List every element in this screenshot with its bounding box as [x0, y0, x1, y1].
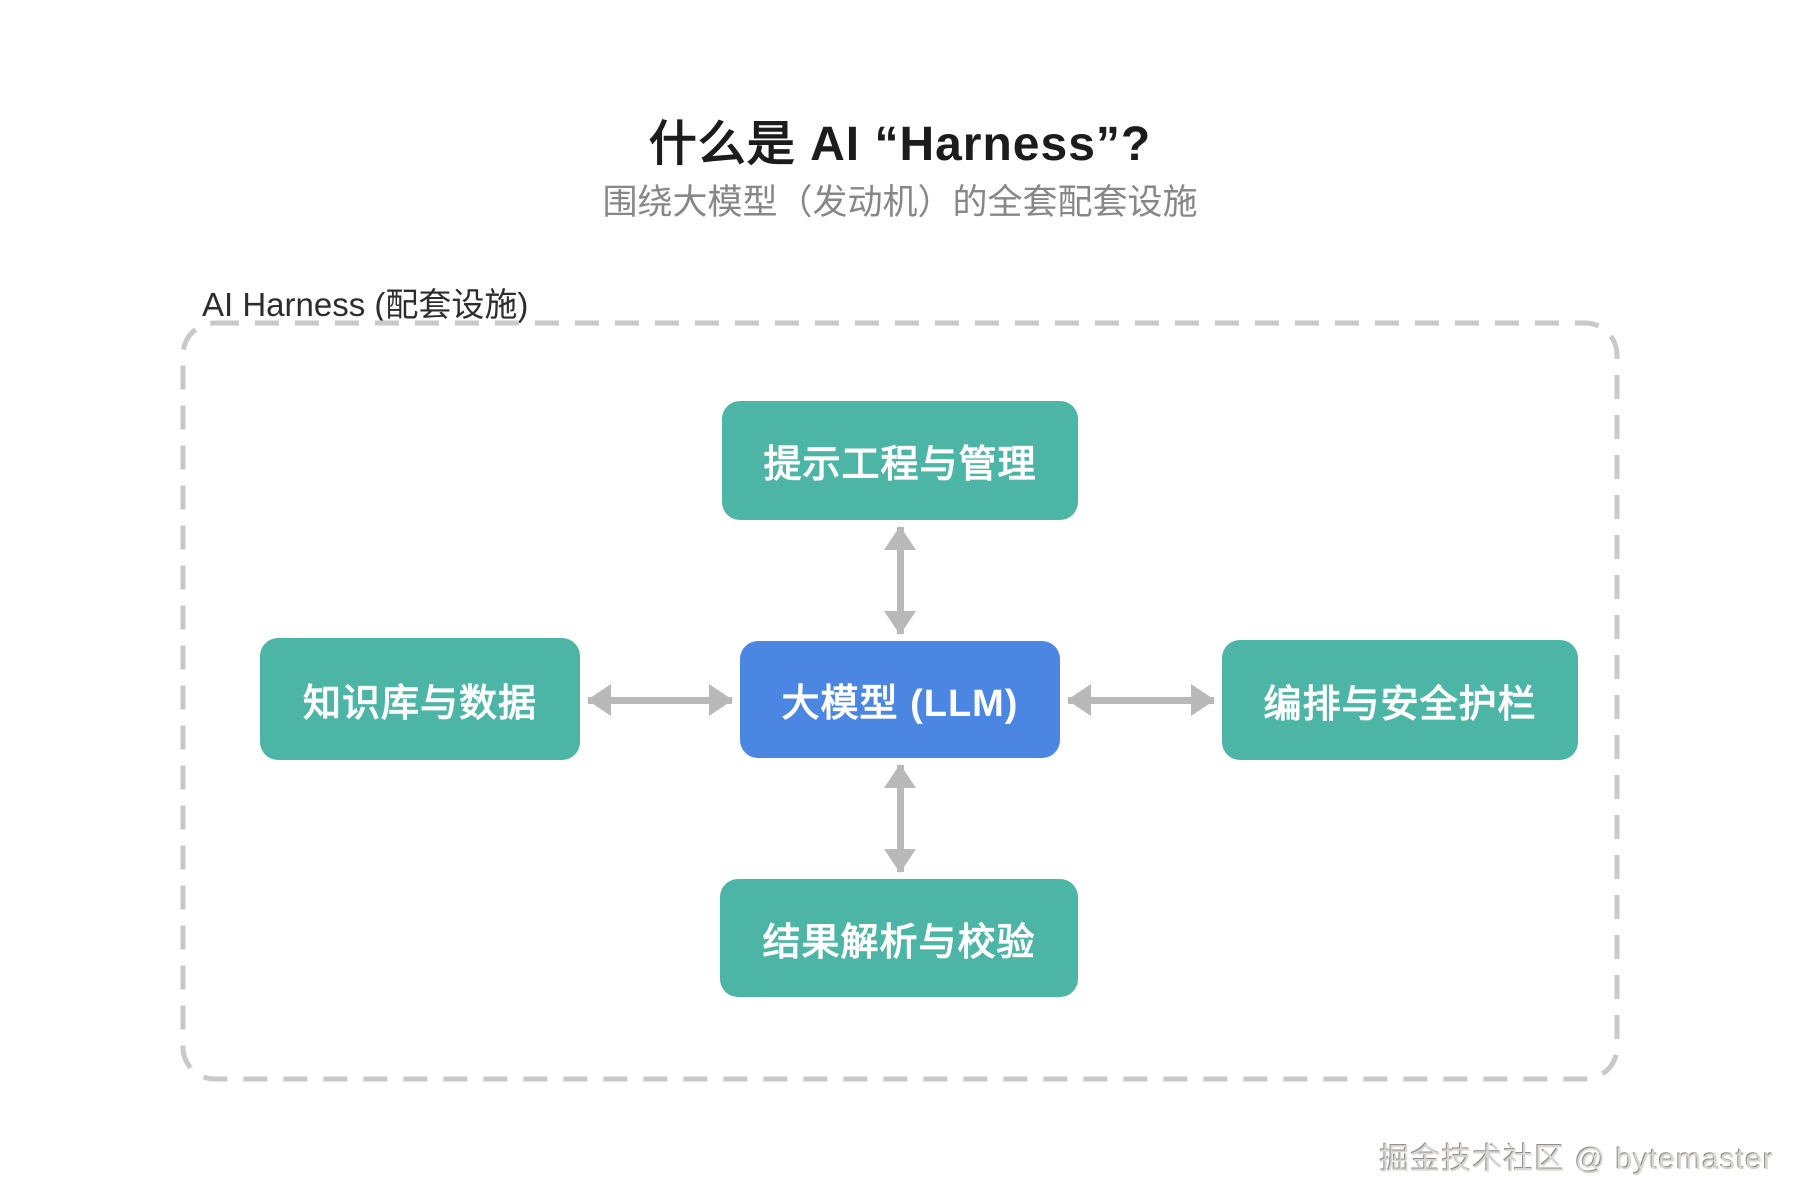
- connector-llm-orchestration: [1067, 684, 1215, 716]
- arrowhead-down-icon: [884, 611, 916, 635]
- connector-llm-knowledge: [587, 684, 733, 716]
- arrowhead-up-icon: [884, 526, 916, 550]
- watermark: 掘金技术社区 @ bytemaster: [1379, 1143, 1774, 1176]
- arrowhead-up-icon: [884, 764, 916, 788]
- arrowhead-right-icon: [709, 684, 733, 716]
- node-knowledge-data-label: 知识库与数据: [302, 682, 537, 725]
- page-title: 什么是 AI “Harness”?: [648, 118, 1152, 171]
- page-subtitle: 围绕大模型（发动机）的全套配套设施: [602, 183, 1198, 222]
- arrowhead-left-icon: [587, 684, 611, 716]
- harness-container-label: AI Harness (配套设施): [202, 286, 529, 323]
- node-result-parsing: 结果解析与校验: [720, 879, 1078, 997]
- node-orchestration-guardrails-label: 编排与安全护栏: [1263, 683, 1537, 726]
- arrowhead-down-icon: [884, 849, 916, 873]
- node-knowledge-data: 知识库与数据: [260, 638, 580, 760]
- connector-llm-prompt: [884, 526, 916, 635]
- harness-dashed-border: [180, 320, 1620, 1082]
- node-llm-center: 大模型 (LLM): [740, 641, 1060, 758]
- node-llm-label: 大模型 (LLM): [781, 683, 1019, 725]
- arrowhead-right-icon: [1191, 684, 1215, 716]
- node-orchestration-guardrails: 编排与安全护栏: [1222, 640, 1578, 760]
- node-prompt-engineering-label: 提示工程与管理: [763, 444, 1037, 486]
- arrowhead-left-icon: [1067, 684, 1091, 716]
- connector-llm-parsing: [884, 764, 916, 873]
- node-result-parsing-label: 结果解析与校验: [762, 921, 1036, 964]
- node-prompt-engineering: 提示工程与管理: [722, 401, 1078, 520]
